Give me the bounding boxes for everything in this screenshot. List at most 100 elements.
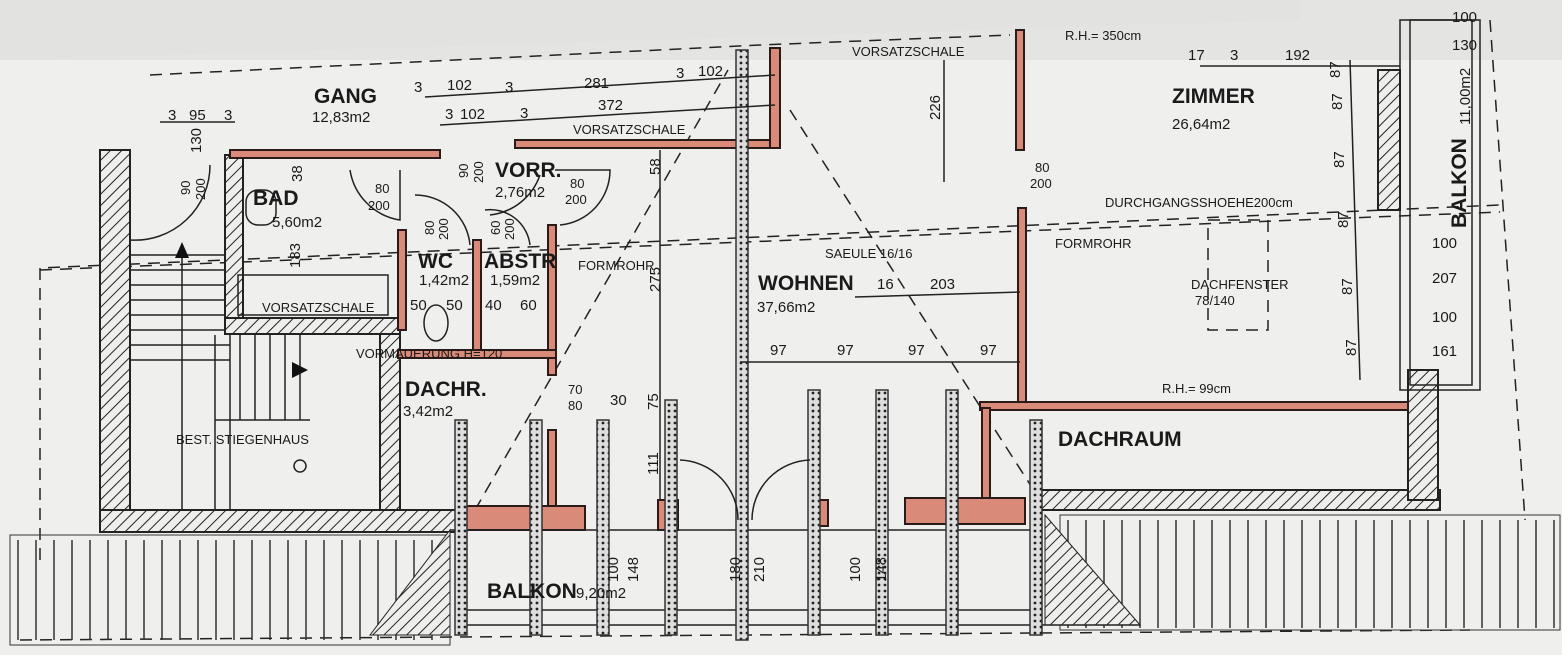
room-area: 5,60m2 (272, 214, 322, 231)
dimension-label: 80 (422, 221, 437, 235)
note: VORSATZSCHALE (573, 122, 686, 137)
dimension-label: 275 (647, 267, 664, 292)
double-door-swing (679, 459, 811, 521)
dimension-label: 111 (645, 452, 662, 475)
dimension-label: 200 (502, 218, 517, 240)
room-name: DACHRAUM (1058, 428, 1182, 451)
bathtub (237, 274, 389, 316)
room-name: GANG (314, 85, 377, 108)
room-area: 12,83m2 (312, 109, 370, 126)
dimension-label: 60 (520, 297, 537, 314)
dimension-label: 97 (908, 342, 925, 359)
dimension-label: 97 (837, 342, 854, 359)
dimension-label: 207 (1432, 270, 1457, 287)
dimension-label: 130 (188, 128, 205, 153)
dimension-label: 87 (1327, 61, 1344, 78)
dimension-label: 200 (1030, 176, 1052, 191)
dimension-label: 372 (598, 97, 623, 114)
dimension-label: 200 (193, 178, 208, 200)
dimension-label: 102 (698, 63, 723, 80)
room-area: 1,42m2 (419, 272, 469, 289)
room-name: BAD (253, 187, 299, 210)
note: SAEULE 16/16 (825, 246, 912, 261)
dimension-label: 87 (1339, 278, 1356, 295)
room-area: 9,20m2 (576, 585, 626, 602)
room-name: BALKON (487, 580, 577, 603)
dimension-label: 60 (488, 221, 503, 235)
door-swing (414, 194, 471, 246)
dimension-label: 50 (410, 297, 427, 314)
dimension-label: 102 (460, 106, 485, 123)
dimension-label: 87 (1343, 339, 1360, 356)
dimension-label: 3 (224, 107, 232, 124)
dimension-label: 80 (568, 398, 582, 413)
background (0, 0, 1300, 60)
dimension-label: 180 (727, 557, 744, 582)
dimension-label: 183 (287, 243, 304, 268)
dimension-label: 100 (1452, 9, 1477, 26)
dimension-label: 148 (873, 557, 890, 582)
dimension-label: 80 (1035, 160, 1049, 175)
dimension-label: 38 (289, 165, 306, 182)
note: FORMROHR (1055, 236, 1132, 251)
note: DACHFENSTER (1191, 277, 1289, 292)
dimension-label: 97 (980, 342, 997, 359)
note: DURCHGANGSSHOEHE200cm (1105, 195, 1293, 210)
dimension-label: 102 (447, 77, 472, 94)
note: FORMROHR (578, 258, 655, 273)
room-area: 3,42m2 (403, 403, 453, 420)
dimension-label: 87 (1329, 93, 1346, 110)
dimension-label: 95 (189, 107, 206, 124)
room-name: VORR. (495, 159, 562, 182)
room-area: 2,76m2 (495, 184, 545, 201)
note: VORSATZSCHALE (852, 44, 965, 59)
room-area: 37,66m2 (757, 299, 815, 316)
dimension-label: 90 (178, 181, 193, 195)
dimension-label: 3 (414, 79, 422, 96)
dimension-label: 148 (625, 557, 642, 582)
room-labels: GANG 12,83m2 BAD 5,60m2 VORR. 2,76m2 WC … (176, 68, 1474, 603)
dimension-label: 3 (520, 105, 528, 122)
dimension-label: 17 (1188, 47, 1205, 64)
dimension-label: 16 (877, 276, 894, 293)
dimension-label: 70 (568, 382, 582, 397)
dimension-label: 75 (645, 393, 662, 410)
dimension-label: 210 (751, 557, 768, 582)
room-area: 1,59m2 (490, 272, 540, 289)
dimension-label: 100 (1432, 309, 1457, 326)
dimension-lines (160, 59, 1400, 500)
dimension-label: 87 (1335, 211, 1352, 228)
dimension-values: 3 95 3 130 3 102 3 281 3 102 3 102 3 372… (168, 9, 1477, 582)
dimension-label: 90 (456, 164, 471, 178)
dimension-label: 30 (610, 392, 627, 409)
dimension-label: 200 (471, 161, 486, 183)
toilet (423, 304, 449, 342)
dimension-label: 192 (1285, 47, 1310, 64)
stair-up-arrow-icon (175, 242, 189, 258)
dimension-label: 200 (436, 218, 451, 240)
room-area: 11,00m2 (1457, 68, 1474, 125)
dimension-label: 80 (375, 181, 389, 196)
dimension-label: 100 (605, 557, 622, 582)
dimension-label: 226 (927, 95, 944, 120)
dimension-label: 130 (1452, 37, 1477, 54)
room-name: BEST. STIEGENHAUS (176, 432, 309, 447)
room-name: WC (418, 250, 453, 273)
note: VORMAUERUNG H=120 (356, 346, 502, 361)
note: R.H.= 99cm (1162, 381, 1231, 396)
room-name: BALKON (1448, 138, 1471, 228)
dimension-label: 97 (770, 342, 787, 359)
dimension-label: 3 (676, 65, 684, 82)
room-area: 26,64m2 (1172, 116, 1230, 133)
dimension-label: 100 (1432, 235, 1457, 252)
washbasin (245, 189, 277, 226)
dimension-label: 40 (485, 297, 502, 314)
dimension-label: 161 (1432, 343, 1457, 360)
dimension-label: 200 (368, 198, 390, 213)
note: VORSATZSCHALE (262, 300, 375, 315)
balcony-railing (9, 49, 1561, 646)
dimension-label: 3 (1230, 47, 1238, 64)
dimension-label: 3 (445, 106, 453, 123)
